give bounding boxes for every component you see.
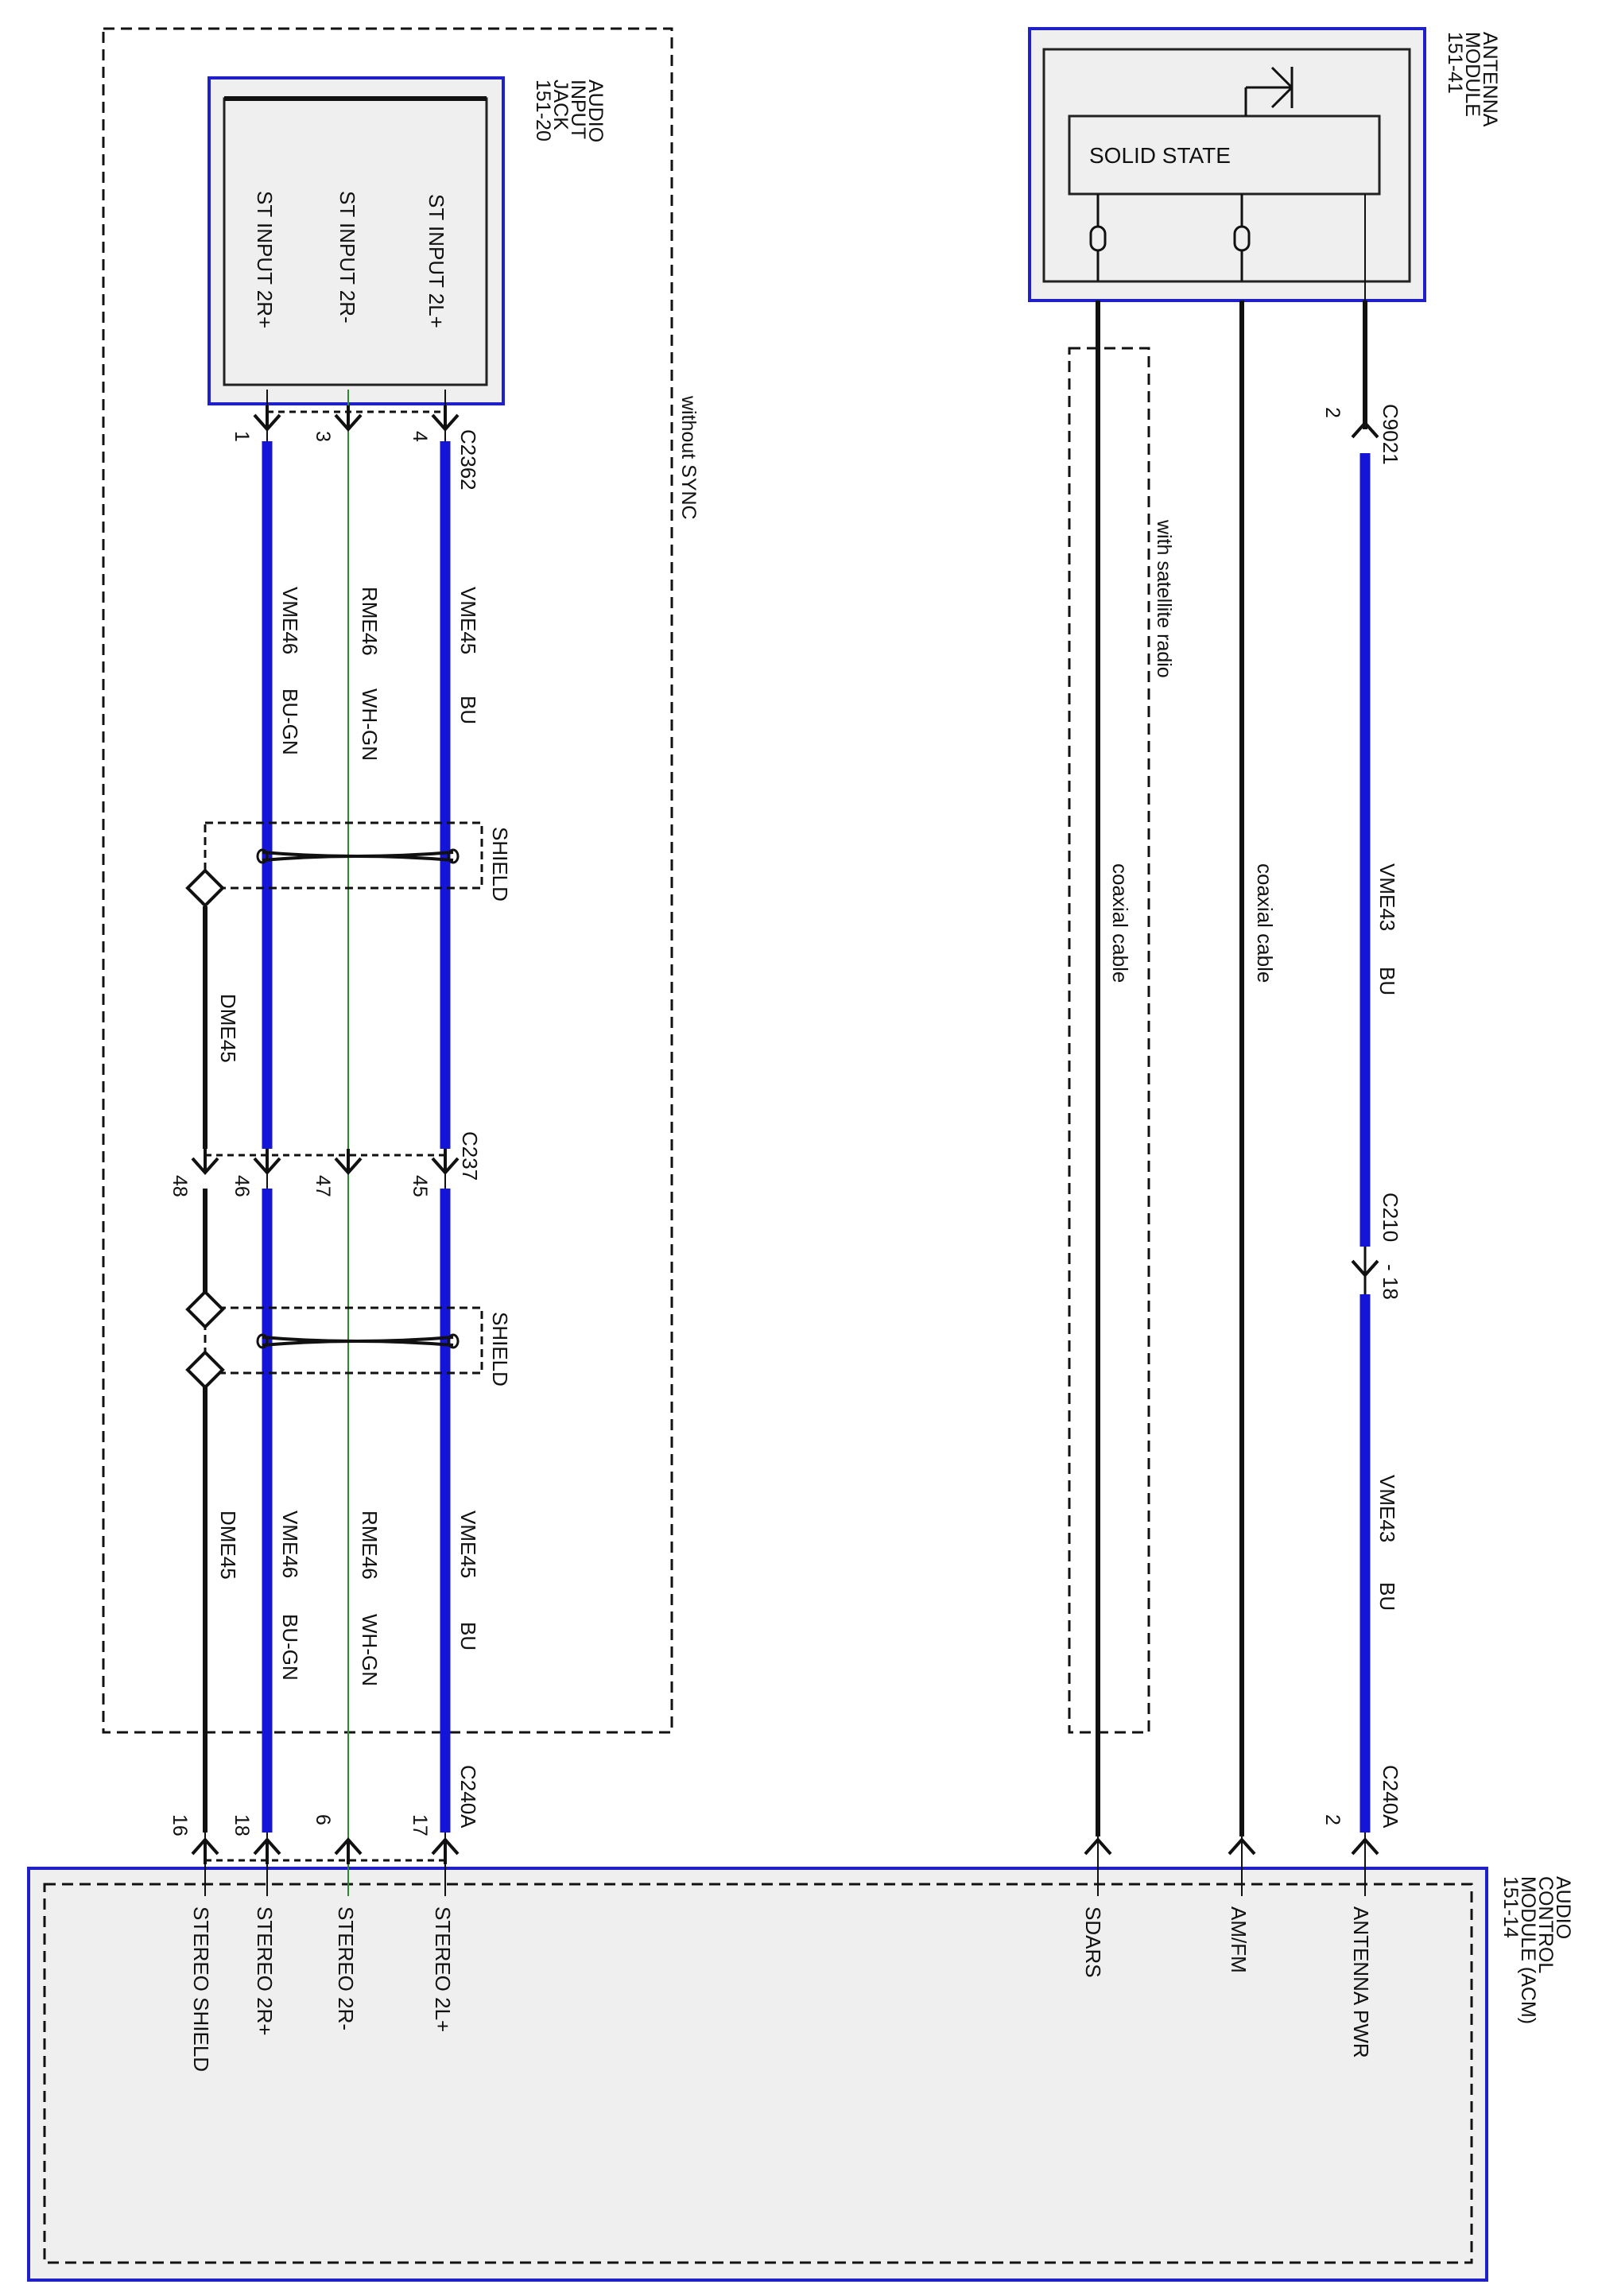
connector-c237-label: C237	[458, 1131, 482, 1181]
connector-c237-pin-47: 47	[312, 1175, 334, 1197]
acm-title-line4: 151-14	[1499, 1876, 1522, 1938]
audio-input-jack-title-line3: JACK	[549, 80, 572, 130]
wire-dme45-circuit-upper: DME45	[216, 994, 240, 1063]
connector-c2362-label: C2362	[456, 429, 480, 491]
acm-pin-stereo-2r-plus: STEREO 2R+	[253, 1906, 277, 2036]
wire-vme43-color-upper: BU	[1375, 967, 1399, 995]
acm-pin-stereo-2l-plus: STEREO 2L+	[431, 1906, 455, 2032]
audio-control-module	[27, 1867, 1488, 2282]
region-with-satellite-radio: with satellite radio	[1068, 347, 1175, 1734]
shield-upper	[185, 821, 483, 908]
wire-rme46-color-upper: WH-GN	[358, 688, 382, 761]
acm-title-line2: CONTROL	[1534, 1876, 1557, 1973]
connector-c237-pin-45: 45	[409, 1175, 431, 1197]
wire-vme43-color-lower: BU	[1375, 1582, 1399, 1611]
antenna-module-title-line2: MODULE	[1461, 32, 1484, 117]
region-without-sync: without SYNC	[102, 27, 700, 1734]
wire-vme45-circuit-upper: VME45	[456, 587, 480, 654]
connector-c240a-left-pin-6: 6	[312, 1814, 334, 1825]
wire-vme43-circuit-upper: VME43	[1375, 863, 1399, 931]
connector-c2362-pin-1: 1	[231, 431, 253, 442]
connector-c210-label: C210	[1379, 1193, 1402, 1242]
wire-rme46-circuit-upper: RME46	[358, 587, 382, 656]
wire-vme45-color-lower: BU	[456, 1622, 480, 1650]
shield-drain-diamond-icon	[185, 868, 225, 908]
antenna-module-title-line3: 151-41	[1444, 32, 1466, 94]
connector-c237-pin-46: 46	[231, 1175, 253, 1197]
antenna-module-title-line1: ANTENNA	[1479, 32, 1501, 127]
connector-c240a-left-pin-16: 16	[169, 1814, 191, 1836]
connector-c237-pin-48: 48	[169, 1175, 191, 1197]
audio-input-jack: AUDIO	[0, 0, 505, 405]
connector-c9021-label: C9021	[1379, 404, 1402, 465]
jack-pin-st-input-2l-plus: ST INPUT 2L+	[425, 194, 448, 328]
connector-c2362-pin-4: 4	[409, 431, 431, 442]
region-without-sync-label: without SYNC	[677, 395, 700, 520]
wire-vme45-color-upper: BU	[456, 696, 480, 724]
audio-input-jack-title-line1: AUDIO	[584, 80, 607, 142]
connector-c240a-left-pin-17: 17	[409, 1814, 431, 1836]
shield-lower-label: SHIELD	[488, 1312, 512, 1387]
connector-c240a-right-pin: 2	[1321, 1814, 1344, 1825]
solid-state-label: SOLID STATE	[1089, 143, 1231, 168]
connector-chevrons-left	[191, 405, 460, 1864]
audio-input-jack-title-line2: INPUT	[567, 80, 589, 139]
coax-connector-sdars-icon	[1089, 194, 1107, 281]
acm-pin-stereo-shield: STEREO SHIELD	[189, 1906, 213, 2072]
connector-c240a-left-label: C240A	[456, 1765, 480, 1829]
jack-pin-st-input-2r-plus: ST INPUT 2R+	[253, 191, 277, 328]
wire-coax-sdars-label: coaxial cable	[1108, 863, 1132, 983]
wire-vme46-circuit-upper: VME46	[278, 587, 302, 654]
shield-upper-label: SHIELD	[488, 827, 512, 902]
wire-vme45-circuit-lower: VME45	[456, 1511, 480, 1578]
acm-title-line3: MODULE (ACM)	[1517, 1876, 1539, 2024]
wire-vme46-color-upper: BU-GN	[278, 688, 302, 755]
wire-vme43-circuit-lower: VME43	[1375, 1475, 1399, 1542]
wire-coax-sdars	[1084, 301, 1112, 1896]
acm-pin-sdars: SDARS	[1081, 1906, 1105, 1978]
connector-c210-pin: - 18	[1379, 1264, 1402, 1300]
wire-rme46-circuit-lower: RME46	[358, 1511, 382, 1580]
wire-vme43	[1351, 301, 1379, 1896]
wire-coax-amfm-label: coaxial cable	[1253, 863, 1277, 983]
acm-pin-antenna-pwr: ANTENNA PWR	[1349, 1906, 1373, 2058]
shield-lower	[185, 1290, 483, 1390]
connector-c2362-pin-3: 3	[312, 431, 334, 442]
audio-input-jack-title-line4: 151-20	[532, 80, 554, 142]
wire-vme46-circuit-lower: VME46	[278, 1511, 302, 1578]
wire-coax-amfm	[1228, 301, 1256, 1896]
antenna-icon	[1244, 66, 1294, 116]
coax-connector-amfm-icon	[1233, 194, 1251, 281]
audio-input-jack-title: AUDIO	[0, 0, 63, 5]
acm-title-line1: AUDIO	[1552, 1876, 1574, 1939]
connector-c9021-pin: 2	[1321, 407, 1344, 418]
wire-dme45-circuit-lower: DME45	[216, 1511, 240, 1580]
acm-pin-stereo-2r-minus: STEREO 2R-	[334, 1906, 358, 2030]
shield-drain-diamond-upper-icon	[185, 1290, 225, 1329]
shield-drain-diamond-lower-icon	[185, 1350, 225, 1390]
wire-vme46-color-lower: BU-GN	[278, 1614, 302, 1681]
region-with-satellite-radio-label: with satellite radio	[1153, 519, 1175, 678]
connector-c240a-right-label: C240A	[1379, 1765, 1402, 1829]
connector-c240a-left-pin-18: 18	[231, 1814, 253, 1836]
jack-pin-st-input-2r-minus: ST INPUT 2R-	[336, 191, 359, 324]
antenna-module: SOLID STATE	[1028, 27, 1426, 302]
acm-pin-amfm: AM/FM	[1227, 1906, 1251, 1973]
wire-rme46-color-lower: WH-GN	[358, 1614, 382, 1686]
